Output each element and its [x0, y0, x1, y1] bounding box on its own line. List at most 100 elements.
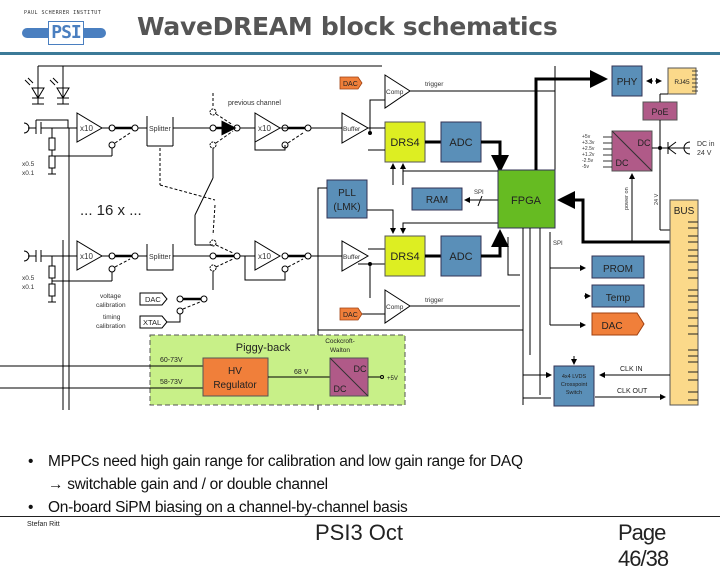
drs4-top-control — [390, 163, 508, 185]
svg-text:DAC: DAC — [601, 321, 622, 332]
footer-divider — [0, 516, 720, 517]
clock-lines — [318, 329, 670, 400]
svg-text:Switch: Switch — [566, 390, 582, 396]
svg-text:Regulator: Regulator — [213, 380, 257, 391]
footer-event: PSI3 Oct — [315, 520, 404, 545]
channel-cross-links — [159, 148, 216, 236]
comp-top-label: Comp — [386, 89, 404, 96]
drs4-top-block: DRS4 — [384, 121, 426, 163]
bullet-list: •MPPCs need high gain range for calibrat… — [26, 450, 523, 519]
rail-pins — [603, 136, 612, 168]
svg-text:PHY: PHY — [617, 77, 638, 88]
svg-text:-2.5v: -2.5v — [582, 158, 594, 164]
cockcroft-label-1: Cockcroft- — [325, 338, 355, 345]
svg-text:RAM: RAM — [426, 195, 448, 206]
dc-input-lines — [629, 120, 691, 242]
dc-in-voltage-label: 24 V — [697, 150, 712, 157]
adc-bot-block: ADC — [440, 235, 482, 277]
amp-x10-bot2-label: x10 — [258, 252, 271, 261]
comparator-top — [368, 74, 555, 135]
svg-text:DC: DC — [616, 158, 629, 168]
svg-text:RJ45: RJ45 — [674, 79, 690, 86]
amp-x10-top2-label: x10 — [258, 124, 271, 133]
svg-text:FPGA: FPGA — [511, 195, 542, 207]
footer-author: Stefan Ritt — [27, 521, 60, 528]
svg-text:+3.3v: +3.3v — [582, 140, 595, 146]
sipm-diode-2 — [49, 77, 70, 105]
prom-block: PROM — [591, 255, 645, 279]
power-on-label: power on — [624, 187, 630, 210]
dac-main-block: DAC — [591, 312, 645, 336]
cal-switch — [167, 295, 208, 323]
psi-logo: PAUL SCHERRER INSTITUT PSI — [22, 8, 112, 45]
svg-text:DC: DC — [334, 384, 347, 394]
channel-top — [23, 93, 370, 410]
hv-in-label-1: 60-73V — [160, 357, 183, 364]
splitter-top-label: Splitter — [149, 126, 171, 133]
adc-top-block: ADC — [440, 121, 482, 163]
buffer-bot-label: Buffer — [343, 254, 361, 261]
v24-label: 24 V — [654, 193, 660, 205]
v68-label: 68 V — [294, 369, 309, 376]
slide-title: WaveDREAM block schematics — [137, 12, 558, 41]
trigger-top-label: trigger — [425, 81, 444, 88]
bullet-item: •On-board SiPM biasing on a channel-by-c… — [28, 499, 408, 516]
bus-pins — [688, 221, 698, 401]
dac-small-bot-label: DAC — [343, 312, 358, 319]
svg-text:BUS: BUS — [674, 206, 695, 217]
svg-text:PoE: PoE — [651, 107, 668, 117]
channel-bottom — [23, 239, 385, 410]
logo-org-text: PAUL SCHERRER INSTITUT — [24, 10, 102, 16]
voltage-rails: +5v +3.3v +2.5v +1.2v -2.5v -5v — [582, 134, 595, 170]
piggy-back-label: Piggy-back — [236, 342, 291, 354]
gain-01-top-label: x0.1 — [22, 170, 35, 177]
dac-small-top-label: DAC — [343, 81, 358, 88]
amp-x10-top-label: x10 — [80, 124, 93, 133]
svg-text:+5v: +5v — [582, 134, 591, 140]
svg-text:Temp: Temp — [606, 293, 631, 304]
svg-text:-5v: -5v — [582, 164, 589, 170]
crosspoint-switch-block: 4x4 LVDS Crosspoint Switch — [553, 365, 595, 407]
hv-in-label-2: 58-73V — [160, 379, 183, 386]
comp-bot-label: Comp — [386, 304, 404, 311]
gain-05-top-label: x0.5 — [22, 161, 35, 168]
block-schematic: previous channel x10 Splitter x10 Buffer… — [0, 65, 715, 410]
svg-text:(LMK): (LMK) — [333, 202, 360, 213]
ram-bus-width-label: SPI — [474, 190, 484, 196]
svg-text:ADC: ADC — [449, 137, 472, 149]
svg-text:PLL: PLL — [338, 188, 356, 199]
clk-out-label: CLK OUT — [617, 388, 648, 395]
svg-text:Crosspoint: Crosspoint — [561, 382, 588, 388]
svg-text:ADC: ADC — [449, 251, 472, 263]
dac-small-bot: DAC — [339, 307, 363, 321]
sipm-diode-1 — [24, 77, 45, 105]
phy-block: PHY — [611, 65, 643, 97]
dac-small-top: DAC — [339, 76, 363, 90]
ram-block: RAM — [411, 187, 463, 211]
cockcroft-label-2: Walton — [330, 347, 350, 354]
fpga-block: FPGA — [497, 169, 556, 229]
poe-block: PoE — [642, 101, 678, 121]
temp-block: Temp — [591, 284, 645, 308]
spi-label: SPI — [553, 241, 563, 247]
plus5v-label: +5V — [387, 376, 398, 382]
voltage-cal-label-2: calibration — [96, 302, 126, 309]
svg-text:DC: DC — [638, 138, 651, 148]
amp-x10-bot-label: x10 — [80, 252, 93, 261]
bullet-subitem: → switchable gain and / or double channe… — [48, 476, 328, 493]
buffer-top-label: Buffer — [343, 126, 361, 133]
piggy-back-board: Piggy-back Cockcroft- Walton 60-73V 58-7… — [0, 334, 406, 406]
splitter-bot-label: Splitter — [149, 254, 171, 261]
fpga-lower-lines — [507, 228, 586, 405]
voltage-cal-label-1: voltage — [100, 293, 121, 300]
times-16-label: ... 16 x ... — [80, 202, 142, 219]
trigger-bot-label: trigger — [425, 297, 444, 304]
timing-cal-label-1: timing — [103, 314, 121, 321]
svg-text:DRS4: DRS4 — [390, 137, 419, 149]
bullet-item: •MPPCs need high gain range for calibrat… — [28, 453, 523, 470]
channel-cross-solid — [194, 177, 214, 246]
timing-cal-label-2: calibration — [96, 323, 126, 330]
cal-xtal-block: XTAL — [139, 315, 168, 329]
gain-05-bot-label: x0.5 — [22, 275, 35, 282]
pll-block: PLL (LMK) — [326, 179, 368, 219]
